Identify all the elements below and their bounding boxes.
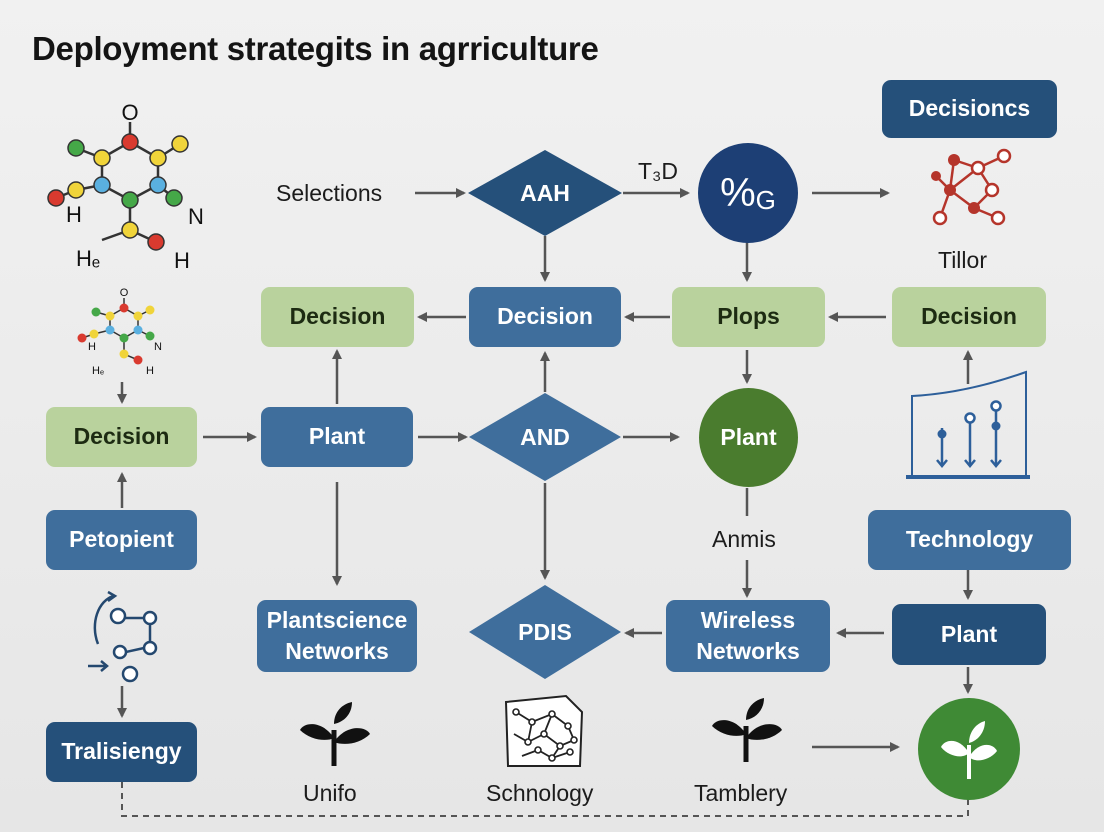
tillor-label: Tillor — [938, 247, 987, 273]
decision-box-2[interactable]: Decision — [469, 287, 621, 347]
mol-small-o: O — [120, 287, 129, 299]
bar-chart-icon — [902, 366, 1034, 482]
mol-small-h2: H — [146, 365, 154, 377]
pdis-diamond[interactable]: PDIS — [469, 585, 621, 679]
percent-circle-sublabel: G — [755, 184, 776, 215]
anmis-label: Anmis — [712, 526, 776, 552]
plops-box[interactable]: Plops — [672, 287, 825, 347]
wireless-networks-box[interactable]: Wireless Networks — [666, 600, 830, 672]
plantscience-networks-box[interactable]: Plantscience Networks — [257, 600, 417, 672]
decision-box-3[interactable]: Decision — [46, 407, 197, 467]
percent-circle-label: % — [720, 170, 756, 215]
selections-label: Selections — [276, 180, 383, 206]
plant-circle[interactable]: Plant — [699, 388, 798, 487]
tralisiengy-box[interactable]: Tralisiengy — [46, 722, 197, 782]
plant-circle-label: Plant — [720, 424, 777, 450]
t3d-label: T₃D — [638, 158, 679, 184]
mol-small-n: N — [154, 341, 162, 353]
tamblery-label: Tamblery — [694, 780, 788, 806]
sprout-icon — [708, 696, 784, 764]
sprout-icon — [296, 700, 372, 768]
mol-o: O — [121, 100, 138, 125]
aah-label: AAH — [520, 179, 570, 206]
mol-small-h1: H — [88, 341, 96, 353]
technology-box[interactable]: Technology — [868, 510, 1071, 570]
mol-n: N — [188, 204, 204, 229]
mol-h2: H — [174, 248, 190, 273]
molecule-icon: O H N Hₑ H — [40, 100, 220, 275]
mol-he: Hₑ — [76, 246, 100, 271]
schnology-label: Schnology — [486, 780, 594, 806]
decisions-top-box[interactable]: Decisioncs — [882, 80, 1057, 138]
pdis-label: PDIS — [518, 618, 572, 645]
mol-h1: H — [66, 202, 82, 227]
plant-box-2[interactable]: Plant — [892, 604, 1046, 665]
circuit-map-icon — [502, 694, 586, 770]
unifo-label: Unifo — [303, 780, 357, 806]
dashed-feedback-line — [121, 782, 969, 817]
network-graph-icon — [928, 146, 1014, 232]
decision-box-4[interactable]: Decision — [892, 287, 1046, 347]
flow-cycle-icon — [82, 588, 162, 686]
molecule-small-icon: O H N Hₑ H — [72, 286, 172, 382]
petopient-box[interactable]: Petopient — [46, 510, 197, 570]
percent-circle[interactable]: % G — [698, 143, 798, 243]
and-label: AND — [520, 423, 570, 450]
decision-box-1[interactable]: Decision — [261, 287, 414, 347]
leaf-circle-icon[interactable] — [918, 698, 1020, 800]
mol-small-he: Hₑ — [92, 365, 104, 377]
plant-box-1[interactable]: Plant — [261, 407, 413, 467]
and-diamond[interactable]: AND — [469, 393, 621, 481]
aah-diamond[interactable]: AAH — [468, 150, 622, 236]
page-title: Deployment strategits in agrriculture — [32, 30, 599, 67]
